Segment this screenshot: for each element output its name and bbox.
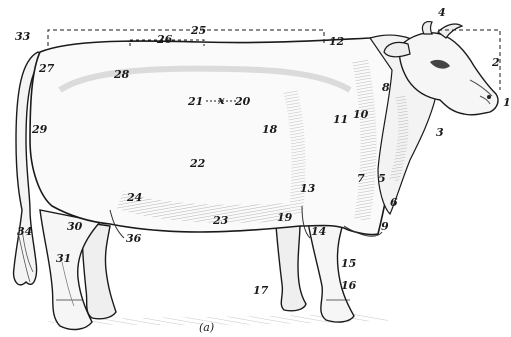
- label-30: 30: [67, 220, 83, 233]
- label-4: 4: [438, 6, 446, 19]
- label-6: 6: [390, 196, 398, 209]
- label-11: 11: [333, 113, 348, 126]
- cow-horn: [422, 22, 432, 34]
- label-12: 12: [329, 35, 345, 48]
- svg-text:x: x: [217, 94, 225, 107]
- label-29: 29: [31, 123, 48, 136]
- figure-caption: (a): [199, 321, 214, 334]
- label-21: 21: [187, 95, 203, 108]
- label-15: 15: [341, 257, 356, 270]
- label-27: 27: [38, 62, 55, 75]
- label-9: 9: [381, 220, 389, 233]
- label-19: 19: [277, 211, 293, 224]
- label-3: 3: [436, 126, 444, 139]
- label-7: 7: [357, 172, 365, 185]
- label-14: 14: [311, 225, 326, 238]
- label-22: 22: [189, 157, 206, 170]
- label-28: 28: [113, 68, 130, 81]
- label-23: 23: [212, 214, 229, 227]
- label-36: 36: [126, 232, 142, 245]
- label-31: 31: [56, 252, 71, 265]
- label-25: 25: [190, 24, 206, 37]
- label-26: 26: [156, 33, 173, 46]
- label-17: 17: [253, 284, 269, 297]
- label-8: 8: [382, 81, 390, 94]
- label-1: 1: [503, 96, 511, 109]
- label-20: 20: [234, 95, 251, 108]
- label-24: 24: [126, 191, 142, 204]
- label-16: 16: [341, 279, 357, 292]
- label-5: 5: [378, 172, 386, 185]
- front-leg-far: [276, 224, 306, 311]
- label-33: 33: [15, 30, 31, 43]
- label-13: 13: [300, 182, 316, 195]
- label-18: 18: [262, 123, 278, 136]
- label-34: 34: [17, 225, 32, 238]
- label-2: 2: [491, 56, 500, 69]
- label-10: 10: [353, 108, 369, 121]
